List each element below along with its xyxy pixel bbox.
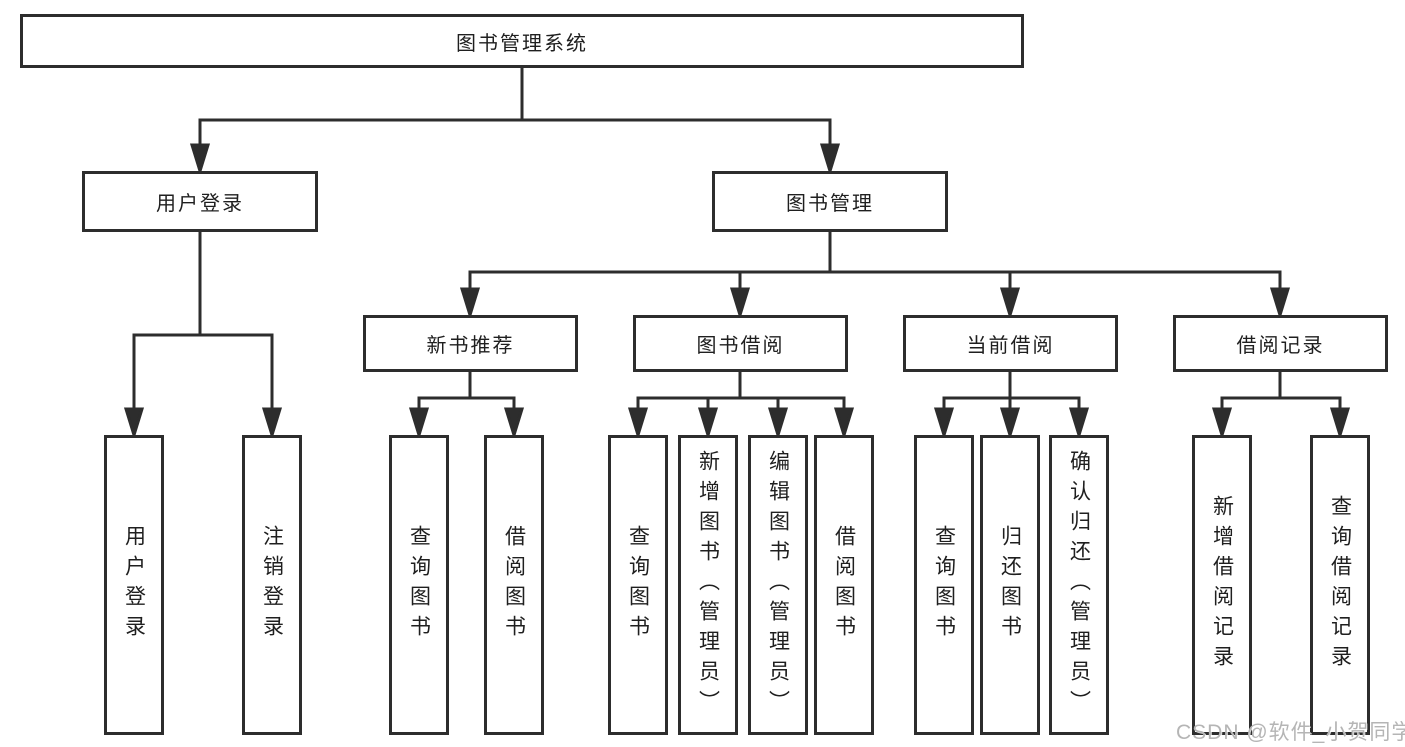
node-borrow-books-recommend-label: 借阅图书 <box>502 525 526 645</box>
node-query-borrow-record-label: 查询借阅记录 <box>1328 495 1352 675</box>
node-book-management: 图书管理 <box>712 171 948 232</box>
node-add-book-admin-label: 新增图书（管理员） <box>696 450 720 720</box>
node-borrow-books-leaf: 借阅图书 <box>814 435 874 735</box>
node-borrow-records-label: 借阅记录 <box>1236 335 1325 357</box>
node-query-books-borrowing: 查询图书 <box>608 435 668 735</box>
node-query-books-recommend: 查询图书 <box>389 435 449 735</box>
node-library-system: 图书管理系统 <box>20 14 1024 68</box>
node-logout: 注销登录 <box>242 435 302 735</box>
node-edit-book-admin: 编辑图书（管理员） <box>748 435 808 735</box>
user-login-connectors <box>123 232 283 441</box>
csdn-watermark: CSDN @软件_小贺同学 <box>1176 721 1405 744</box>
node-user-login: 用户登录 <box>82 171 318 232</box>
node-confirm-return-admin: 确认归还（管理员） <box>1049 435 1109 735</box>
node-book-borrowing: 图书借阅 <box>633 315 848 372</box>
node-user-login-leaf: 用户登录 <box>104 435 164 735</box>
node-return-book: 归还图书 <box>980 435 1040 735</box>
book-borrowing-connectors <box>627 372 855 441</box>
node-query-books-recommend-label: 查询图书 <box>407 525 431 645</box>
node-borrow-books-leaf-label: 借阅图书 <box>832 525 856 645</box>
node-logout-label: 注销登录 <box>260 525 284 645</box>
node-query-books-current-label: 查询图书 <box>932 525 956 645</box>
node-return-book-label: 归还图书 <box>998 525 1022 645</box>
node-user-login-label: 用户登录 <box>156 193 244 215</box>
node-borrow-records: 借阅记录 <box>1173 315 1388 372</box>
book-management-connectors <box>459 232 1291 321</box>
node-book-management-label: 图书管理 <box>786 193 874 215</box>
node-add-borrow-record-label: 新增借阅记录 <box>1210 495 1234 675</box>
node-current-borrowing-label: 当前借阅 <box>966 335 1055 357</box>
node-query-books-borrowing-label: 查询图书 <box>626 525 650 645</box>
node-current-borrowing: 当前借阅 <box>903 315 1118 372</box>
new-book-recommend-connectors <box>408 372 525 441</box>
node-edit-book-admin-label: 编辑图书（管理员） <box>766 450 790 720</box>
node-user-login-leaf-label: 用户登录 <box>122 525 146 645</box>
node-new-book-recommend-label: 新书推荐 <box>426 335 515 357</box>
level1-connectors <box>189 68 841 177</box>
node-new-book-recommend: 新书推荐 <box>363 315 578 372</box>
node-borrow-books-recommend: 借阅图书 <box>484 435 544 735</box>
node-library-system-label: 图书管理系统 <box>456 32 588 55</box>
borrow-records-connectors <box>1211 372 1351 441</box>
node-add-borrow-record: 新增借阅记录 <box>1192 435 1252 735</box>
current-borrowing-connectors <box>933 372 1090 441</box>
node-confirm-return-admin-label: 确认归还（管理员） <box>1067 450 1091 720</box>
node-query-books-current: 查询图书 <box>914 435 974 735</box>
node-add-book-admin: 新增图书（管理员） <box>678 435 738 735</box>
node-query-borrow-record: 查询借阅记录 <box>1310 435 1370 735</box>
node-book-borrowing-label: 图书借阅 <box>696 335 785 357</box>
